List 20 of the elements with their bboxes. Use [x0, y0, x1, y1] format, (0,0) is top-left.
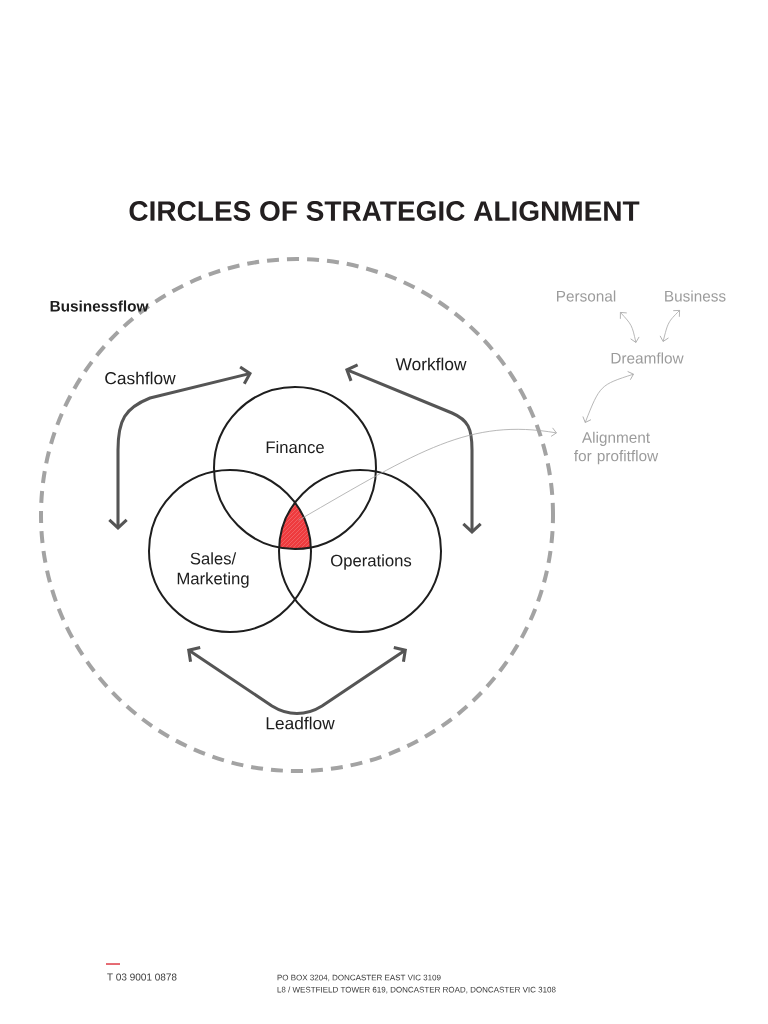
- title: CIRCLES OF STRATEGIC ALIGNMENT: [129, 201, 640, 221]
- text-label: Personal: [557, 290, 616, 302]
- curved-arrow: [345, 363, 482, 534]
- curved-arrow: [108, 365, 252, 530]
- phone-number: T 03 9001 0878: [107, 973, 177, 981]
- edge-label: Cashflow: [103, 370, 177, 386]
- leader-line: [298, 427, 557, 521]
- text-label: Dreamflow: [611, 352, 684, 364]
- edge-label: Workflow: [394, 356, 468, 372]
- curved-arrow: [659, 310, 680, 342]
- group-heading: Businessflow: [50, 300, 149, 312]
- text-label: Business: [665, 290, 726, 302]
- curved-arrow: [620, 312, 640, 343]
- edge-label: Leadflow: [263, 715, 337, 731]
- curved-arrow: [582, 371, 634, 423]
- curved-arrow: [187, 645, 407, 716]
- highlighted-region: [279, 502, 311, 549]
- text-label: Alignment for profitflow: [574, 431, 659, 465]
- address-line: L8 / WESTFIELD TOWER 619, DONCASTER ROAD, DONCASTER VIC 3108: [277, 986, 556, 994]
- address-line: PO BOX 3204, DONCASTER EAST VIC 3109: [277, 974, 441, 982]
